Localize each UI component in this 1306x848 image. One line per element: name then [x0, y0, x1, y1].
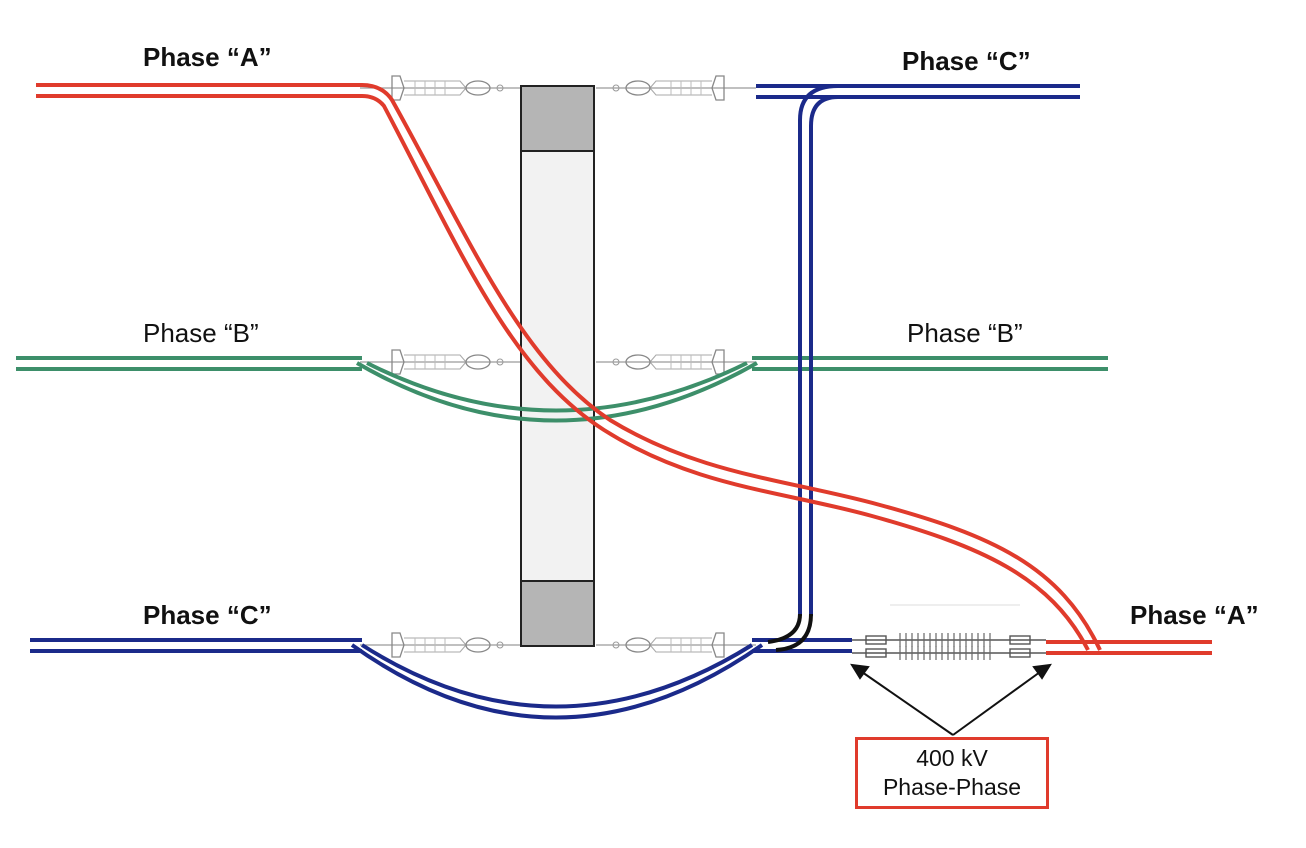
callout-voltage: 400 kV [916, 745, 988, 771]
phase-b-label-right: Phase “B” [907, 318, 1023, 348]
tower [520, 85, 595, 647]
callout-description: Phase-Phase [882, 774, 1022, 800]
phase-c-label-left: Phase “C” [143, 600, 272, 630]
phase-a-conductor [36, 83, 1212, 655]
phase-c-label-right: Phase “C” [902, 46, 1031, 76]
voltage-callout-box: 400 kV Phase-Phase [855, 737, 1049, 809]
callout-arrows [850, 663, 1052, 736]
phase-a-label-left: Phase “A” [143, 42, 272, 72]
phase-a-label-right: Phase “A” [1130, 600, 1259, 630]
phase-c-jumper-bend [767, 613, 813, 652]
phase-phase-spacer [852, 604, 1046, 660]
phase-c-conductor [30, 84, 1080, 720]
phase-b-label-left: Phase “B” [143, 318, 259, 348]
